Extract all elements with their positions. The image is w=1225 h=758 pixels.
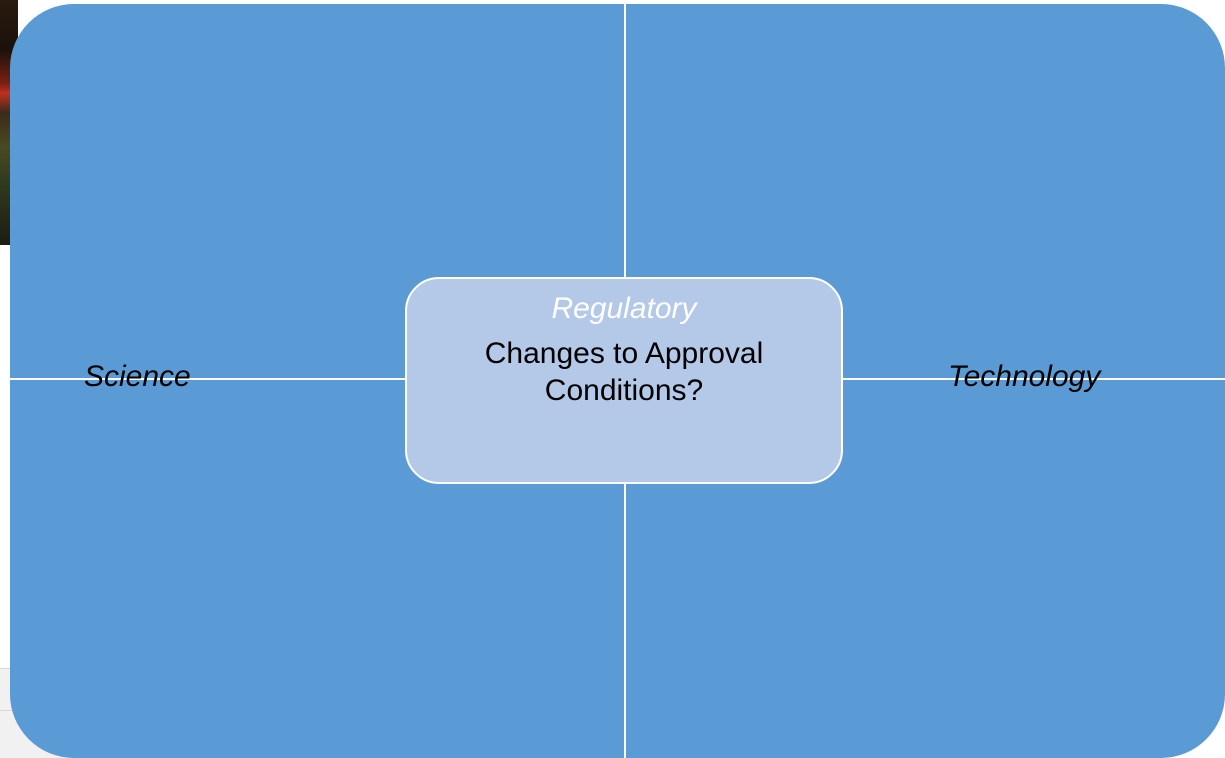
center-node: Regulatory Changes to Approval Condition… [405, 277, 843, 484]
technology-label: Technology [948, 360, 1101, 393]
center-node-text: Changes to Approval Conditions? [484, 337, 764, 407]
center-node-title: Regulatory [551, 292, 697, 325]
science-label: Science [84, 360, 191, 393]
